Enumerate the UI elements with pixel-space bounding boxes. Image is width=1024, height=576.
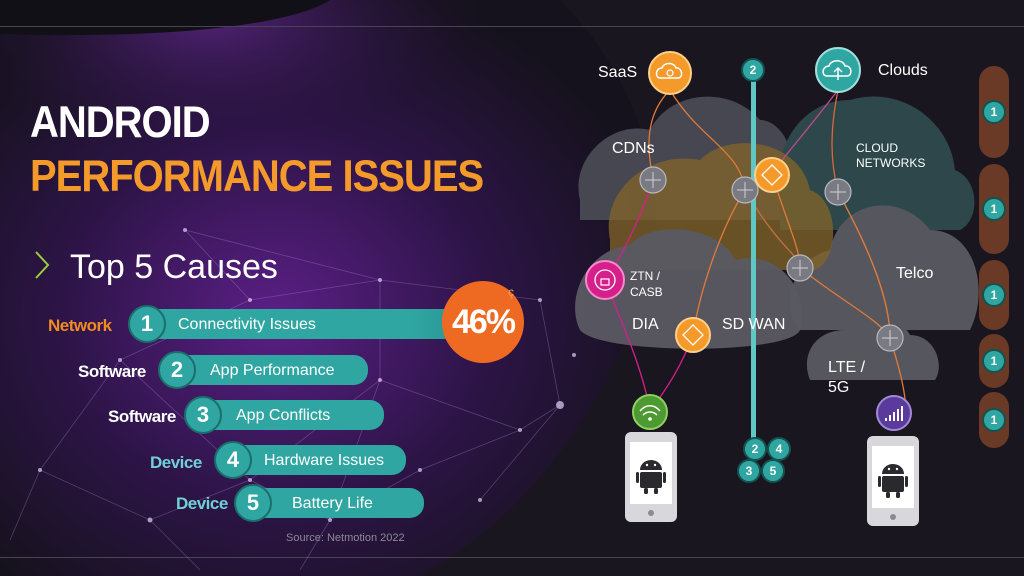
- side-badge: 1: [982, 283, 1006, 307]
- cause-2-label: App Performance: [210, 362, 335, 379]
- saas-label: SaaS: [598, 64, 638, 81]
- clouds-label: Clouds: [878, 62, 928, 79]
- cause-5-bar: [246, 488, 424, 518]
- badge-bottom: 2: [743, 437, 767, 461]
- cause-2-bar: [170, 355, 368, 385]
- cause-5-category: Device: [176, 494, 228, 513]
- section-subtitle: Top 5 Causes: [70, 248, 278, 286]
- badge-bottom: 5: [761, 459, 785, 483]
- cause-5-rank: 5: [234, 484, 272, 522]
- side-badge: 1: [982, 408, 1006, 432]
- telco-label: Telco: [896, 265, 934, 282]
- cause-4-label: Hardware Issues: [264, 452, 385, 469]
- cause-1-bar: [140, 309, 480, 339]
- cause-2-category: Software: [78, 362, 146, 381]
- wifi-icon: [633, 395, 667, 429]
- cloud-networks-label: CLOUD NETWORKS: [856, 141, 926, 170]
- cause-3-rank: 3: [184, 396, 222, 434]
- cause-3-bar: [196, 400, 384, 430]
- cause-1-category: Network: [48, 316, 112, 335]
- title-line-1: ANDROID: [30, 98, 211, 148]
- cause-4-category: Device: [150, 453, 202, 472]
- ztn-casb-label: ZTN / CASB: [630, 269, 663, 299]
- sdwan-label: SD WAN: [722, 316, 786, 333]
- badge-top: 2: [741, 58, 765, 82]
- title-line-2: PERFORMANCE ISSUES: [30, 152, 484, 202]
- cause-3-label: App Conflicts: [236, 407, 331, 424]
- side-badge: 1: [982, 349, 1006, 373]
- side-badge: 1: [982, 197, 1006, 221]
- badge-bottom: 4: [767, 437, 791, 461]
- source-note: Source: Netmotion 2022: [286, 532, 405, 544]
- network-diagram: [575, 47, 979, 526]
- chevron-right-icon: [35, 251, 50, 279]
- cause-4-bar: [226, 445, 406, 475]
- gear-cloud-icon: [649, 52, 691, 94]
- cdns-label: CDNs: [612, 140, 655, 157]
- lte-5g-label: LTE / 5G: [828, 359, 866, 396]
- dia-label: DIA: [632, 316, 659, 333]
- cause-2-rank: 2: [158, 351, 196, 389]
- cause-4-rank: 4: [214, 441, 252, 479]
- percent-badge: 46%: [442, 281, 524, 363]
- stray-glyph: ç: [508, 285, 514, 299]
- cause-3-category: Software: [108, 407, 176, 426]
- cause-1-label: Connectivity Issues: [178, 316, 316, 333]
- signal-icon: [877, 396, 911, 430]
- side-badge: 1: [982, 100, 1006, 124]
- android-icon: [878, 462, 908, 498]
- badge-bottom: 3: [737, 459, 761, 483]
- upload-cloud-icon: [816, 48, 860, 92]
- cause-5-label: Battery Life: [292, 495, 373, 512]
- fingerprint-lock-icon: [586, 261, 624, 299]
- android-icon: [636, 458, 666, 494]
- cause-1-rank: 1: [128, 305, 166, 343]
